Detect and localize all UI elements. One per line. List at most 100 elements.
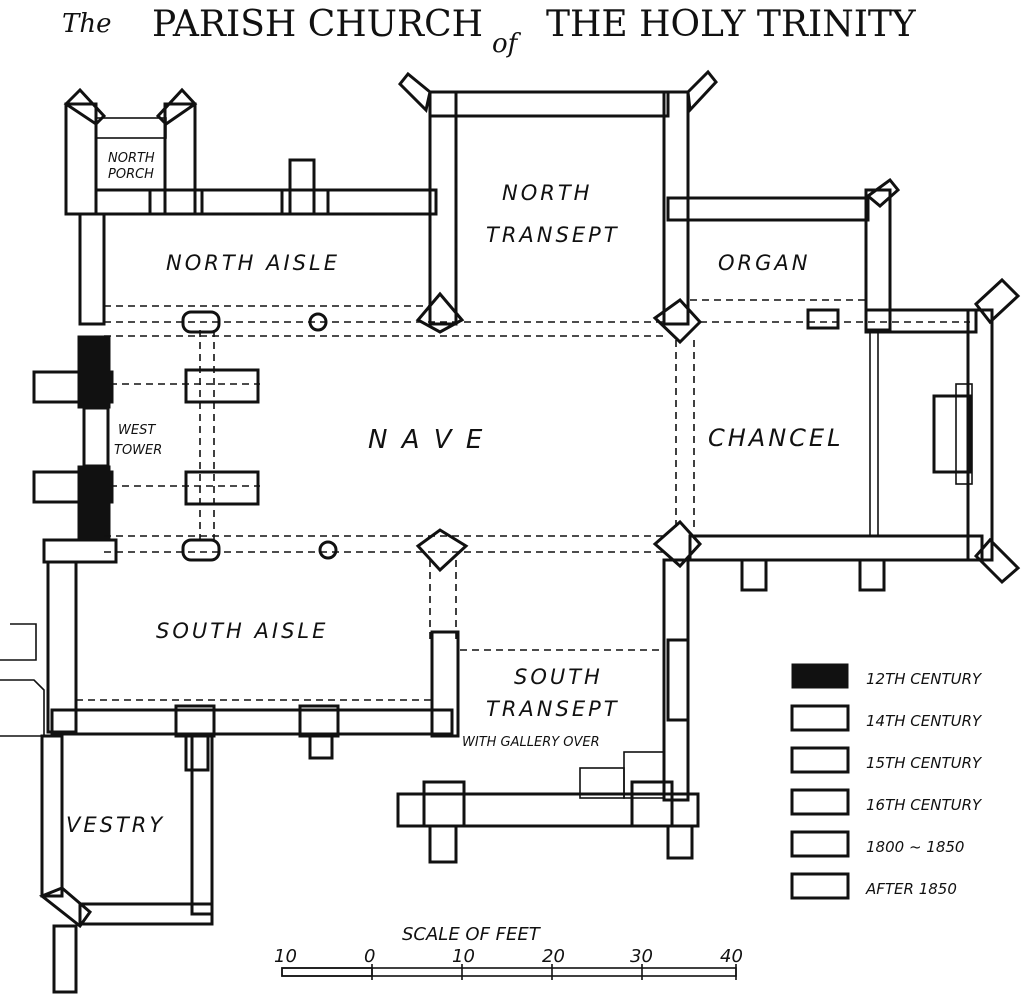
north-transept-north-wall: [428, 90, 670, 118]
label-west-tower-2: TOWER: [114, 443, 162, 458]
scale-tick-label-6: 40: [720, 946, 743, 967]
legend-label-14th-century: 14TH CENTURY: [866, 712, 983, 730]
vestry-sw-angle: [39, 886, 93, 929]
label-west-tower-1: WEST: [118, 423, 156, 438]
chancel-north-wall: [864, 308, 978, 334]
nave-south-pier-2: [318, 540, 338, 560]
legend-swatch-16th-century: [790, 788, 850, 816]
legend-label-12th-century: 12TH CENTURY: [866, 670, 983, 688]
chancel-south-wall: [688, 534, 984, 562]
legend-swatch-12th-century: [791, 663, 849, 689]
scale-bar: SCALE OF FEET 10 0 10 20 30 40: [274, 924, 743, 980]
vestry-west-wall: [40, 734, 64, 898]
organ-north-wall: [666, 196, 870, 222]
north-transept-west-wall: [428, 90, 458, 326]
nave-south-pier-1: [181, 538, 221, 562]
south-transept-se-foot: [666, 824, 694, 860]
label-north-porch-2: PORCH: [108, 167, 154, 182]
north-transept-nw-buttress: [397, 71, 432, 113]
north-porch-nw-buttress: [63, 87, 107, 126]
scale-tick-label-5: 30: [630, 946, 653, 967]
vestry-passage: [52, 924, 78, 994]
south-transept-sw-foot: [428, 824, 458, 864]
legend-swatch-1800-1850: [790, 830, 850, 858]
label-south-transept-2: TRANSEPT: [486, 697, 620, 721]
label-organ: ORGAN: [718, 251, 810, 275]
scale-bar-subdivided-segment: [281, 967, 373, 977]
chancel-se-buttress: [973, 537, 1021, 585]
north-aisle-buttress-2: [280, 188, 330, 216]
legend-swatch-14th-century: [790, 704, 850, 732]
label-north-porch-1: NORTH: [108, 151, 155, 166]
title-part1: PARISH CHURCH: [152, 4, 483, 45]
legend-label-16th-century: 16TH CENTURY: [866, 796, 983, 814]
label-south-aisle: SOUTH AISLE: [156, 619, 328, 643]
plan-title: The PARISH CHURCH of THE HOLY TRINITY: [62, 4, 917, 59]
south-aisle-west-wall: [46, 560, 78, 734]
altar: [932, 394, 972, 474]
interior-dashed-lines: [76, 116, 970, 701]
west-tower-ne-pier: [184, 368, 260, 404]
scale-tick-label-1: 10: [274, 946, 297, 967]
chancel-ne-buttress: [973, 277, 1021, 325]
north-transept-east-wall: [662, 90, 690, 326]
north-aisle-north-wall: [94, 188, 438, 216]
legend-label-after-1850: AFTER 1850: [865, 880, 957, 898]
scale-title: SCALE OF FEET: [402, 924, 542, 945]
south-transept-east-buttress: [666, 638, 690, 722]
label-south-transept-3: WITH GALLERY OVER: [462, 735, 600, 750]
south-transept-south-wall: [396, 792, 700, 828]
west-tower-nw-buttress: [32, 370, 114, 404]
south-aisle-step-1: [184, 732, 210, 772]
vestry-east-wall: [190, 732, 214, 916]
south-aisle-west-corner: [42, 538, 118, 564]
legend-label-15th-century: 15TH CENTURY: [866, 754, 983, 772]
legend: 12TH CENTURY 14TH CENTURY 15TH CENTURY 1…: [790, 663, 983, 900]
north-porch-ne-buttress: [155, 87, 198, 126]
west-tower-sw-buttress: [32, 470, 114, 504]
altar-step: [955, 383, 973, 485]
legend-swatch-after-1850: [790, 872, 850, 900]
scale-bar-outline: [281, 967, 737, 977]
scale-tick-label-2: 0: [364, 946, 375, 967]
room-labels: NORTH PORCH NORTH AISLE NORTH TRANSEPT O…: [66, 151, 843, 837]
scale-tick-label-3: 10: [452, 946, 475, 967]
scale-tick-label-4: 20: [542, 946, 565, 967]
west-tower-se-pier: [184, 470, 260, 506]
label-nave: N A V E: [368, 425, 485, 455]
annex-outline-2: [0, 679, 45, 737]
legend-label-1800-1850: 1800 ~ 1850: [866, 838, 964, 856]
title-part2: THE HOLY TRINITY: [546, 4, 917, 45]
vestry-south-wall: [78, 902, 214, 926]
south-transept-se-buttress: [630, 780, 674, 828]
west-tower-west-wall: [82, 406, 110, 468]
south-transept-sw-buttress: [422, 780, 466, 828]
south-aisle-buttress-1: [174, 704, 216, 738]
north-transept-sw-pier: [415, 291, 465, 334]
north-aisle-chimney: [288, 158, 316, 216]
legend-swatch-15th-century: [790, 746, 850, 774]
north-transept-ne-buttress: [686, 69, 718, 114]
north-aisle-west-wall: [78, 212, 106, 326]
walls: [0, 69, 1021, 994]
label-north-transept-2: TRANSEPT: [486, 223, 620, 247]
label-south-transept-1: SOUTH: [514, 665, 603, 689]
title-prefix: The: [62, 9, 111, 39]
label-chancel: CHANCEL: [708, 424, 843, 452]
chancel-south-buttress-1: [740, 558, 768, 592]
annex-outline-1: [0, 623, 37, 661]
north-porch-arch: [95, 117, 167, 139]
organ-ne-buttress: [865, 177, 901, 208]
organ-pier: [806, 308, 840, 330]
label-vestry: VESTRY: [66, 813, 165, 837]
label-north-aisle: NORTH AISLE: [166, 251, 340, 275]
chancel-south-buttress-2: [858, 558, 886, 592]
south-aisle-step-2: [308, 732, 334, 760]
south-aisle-buttress-2: [298, 704, 340, 738]
south-transept-west-wall: [430, 630, 460, 738]
south-aisle-south-wall: [50, 708, 454, 736]
label-north-transept-1: NORTH: [502, 181, 592, 205]
title-of: of: [492, 29, 522, 59]
gallery-landing: [623, 751, 665, 799]
